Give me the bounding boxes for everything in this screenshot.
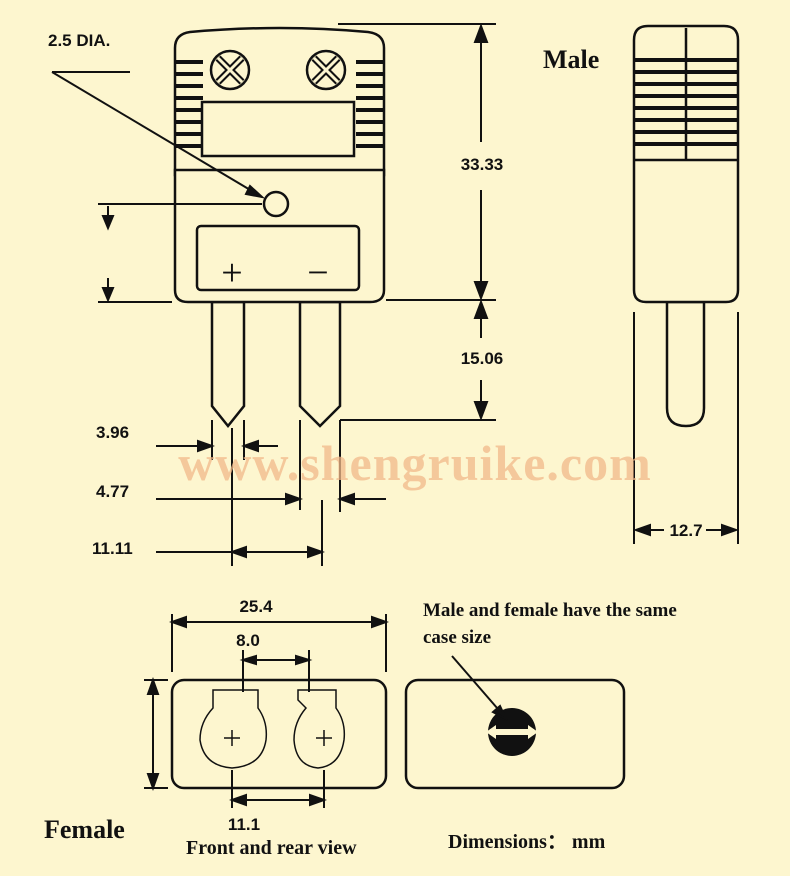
side-pin [665,300,706,428]
label-window [200,100,356,158]
note-leader [451,655,509,722]
units-caption: Dimensions： mm [448,831,606,853]
minus-symbol: − [307,252,328,294]
height-dimensions [338,23,496,421]
note-line-1: Male and female have the same [423,600,677,621]
male-plug-front-view [173,26,386,429]
pin-diameter-label: 3.96 [96,423,129,442]
side-fins [634,58,738,146]
female-title: Female [44,815,125,844]
positive-socket [199,689,268,769]
positive-pin [210,300,246,429]
dia-label: 2.5 DIA. [48,31,110,50]
side-width-label: 12.7 [669,521,702,540]
watermark: www.shengruike.com [178,435,652,491]
pin-height-label: 15.06 [461,349,504,368]
socket-crosshairs [224,730,332,746]
dia-leader [51,71,266,199]
socket-spacing-bottom-label: 11.1 [228,815,260,834]
hole-offset-dimension [98,203,262,303]
pin-gap-label: 4.77 [96,482,129,501]
left-screw-icon [209,49,251,91]
view-caption: Front and rear view [186,837,357,859]
negative-socket [293,689,346,769]
rear-screw-slot [486,725,538,739]
right-screw-icon [305,49,347,91]
polarity-window [195,224,361,292]
female-dimensions [144,614,389,808]
dia-hole [262,190,290,218]
plus-symbol: + [221,252,242,294]
female-socket-front-view [170,678,388,790]
side-width-dimension [633,312,739,544]
negative-pin [298,300,342,428]
note-line-2: case size [423,627,491,648]
socket-spacing-top-label: 8.0 [236,631,260,650]
male-title: Male [543,45,599,74]
pin-dimensions [156,420,386,566]
pin-spacing-label: 11.11 [92,539,133,558]
female-width-label: 25.4 [239,597,273,616]
body-height-label: 33.33 [461,155,504,174]
right-fins [356,60,384,148]
left-fins [175,60,203,148]
